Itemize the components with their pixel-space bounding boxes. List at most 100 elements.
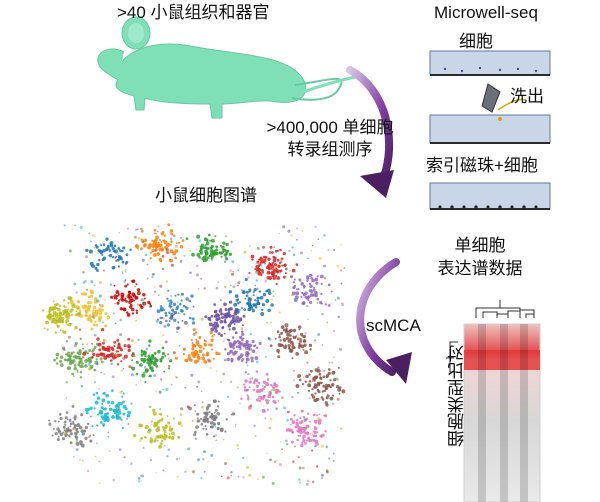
atlas-point [95,323,99,327]
atlas-point [196,385,199,388]
atlas-point [135,372,139,376]
atlas-point [140,349,143,352]
atlas-point [310,432,313,436]
atlas-point [121,426,124,430]
atlas-point [305,296,309,300]
cell-atlas-cluster-plot [42,223,346,486]
atlas-point [127,348,131,353]
atlas-point [88,349,92,352]
atlas-point [308,373,311,376]
atlas-point [240,327,244,330]
atlas-point [308,397,311,400]
atlas-point [110,346,114,350]
atlas-point [102,425,105,427]
atlas-point [310,355,313,358]
atlas-point [226,476,230,480]
atlas-point [229,269,232,272]
atlas-point [244,379,248,383]
atlas-point [276,276,281,280]
atlas-point [176,301,179,304]
atlas-point [316,381,321,386]
atlas-point [59,359,63,363]
atlas-point [316,366,320,370]
atlas-point [197,458,201,462]
atlas-point [255,389,260,393]
atlas-point [212,422,216,426]
atlas-point [127,337,130,341]
atlas-point [191,252,195,257]
atlas-point [310,249,313,252]
atlas-point [191,321,196,325]
atlas-point [229,350,232,353]
atlas-point [128,300,132,304]
organs-label: >40 小鼠组织和器官 [117,3,270,22]
atlas-point [53,358,57,362]
atlas-point [215,351,219,356]
atlas-point [269,245,273,249]
atlas-point [308,289,312,292]
atlas-point [322,264,326,268]
atlas-point [315,281,319,285]
atlas-point [161,346,165,350]
atlas-point [289,334,292,337]
atlas-point [65,411,69,414]
atlas-point [60,316,65,321]
atlas-point [140,353,144,357]
atlas-point [296,438,299,442]
atlas-point [276,348,280,353]
atlas-point [71,427,75,431]
atlas-point [140,436,144,440]
atlas-point [80,292,84,296]
atlas-point [242,337,245,340]
atlas-point [58,413,62,416]
atlas-point [282,251,286,256]
atlas-point [192,332,196,336]
atlas-point [135,319,138,322]
atlas-point [131,279,135,283]
atlas-point [195,425,199,429]
atlas-point [201,405,204,409]
atlas-point [291,431,294,434]
atlas-point [322,384,326,388]
atlas-point [98,311,103,315]
atlas-point [126,311,129,314]
atlas-point [56,303,59,306]
atlas-point [205,415,208,418]
atlas-point [122,357,126,360]
atlas-point [96,424,99,427]
atlas-point [88,304,92,308]
atlas-point [293,346,296,349]
atlas-point [168,311,171,314]
atlas-point [69,432,73,436]
atlas-point [89,415,92,418]
atlas-point [88,232,91,235]
atlas-point [172,310,175,313]
atlas-point [185,297,189,301]
atlas-point [238,308,241,312]
atlas-point [290,347,294,351]
atlas-point [167,364,171,368]
atlas-point [277,355,281,359]
atlas-point [86,301,90,305]
atlas-point [117,254,122,259]
atlas-point [156,358,159,362]
atlas-point [89,364,94,369]
atlas-point [330,302,333,304]
atlas-point [300,409,304,413]
atlas-point [148,344,151,347]
atlas-point [81,459,84,462]
atlas-point [69,359,73,364]
atlas-point [155,241,158,244]
atlas-point [71,372,74,376]
atlas-point [213,325,218,330]
atlas-point [337,366,340,369]
atlas-point [108,407,112,411]
atlas-point [285,323,288,326]
atlas-point [157,230,159,233]
atlas-point [57,317,62,321]
atlas-point [276,258,280,262]
atlas-point [168,427,173,432]
atlas-point [302,466,305,470]
atlas-point [222,251,225,254]
atlas-point [289,417,293,421]
